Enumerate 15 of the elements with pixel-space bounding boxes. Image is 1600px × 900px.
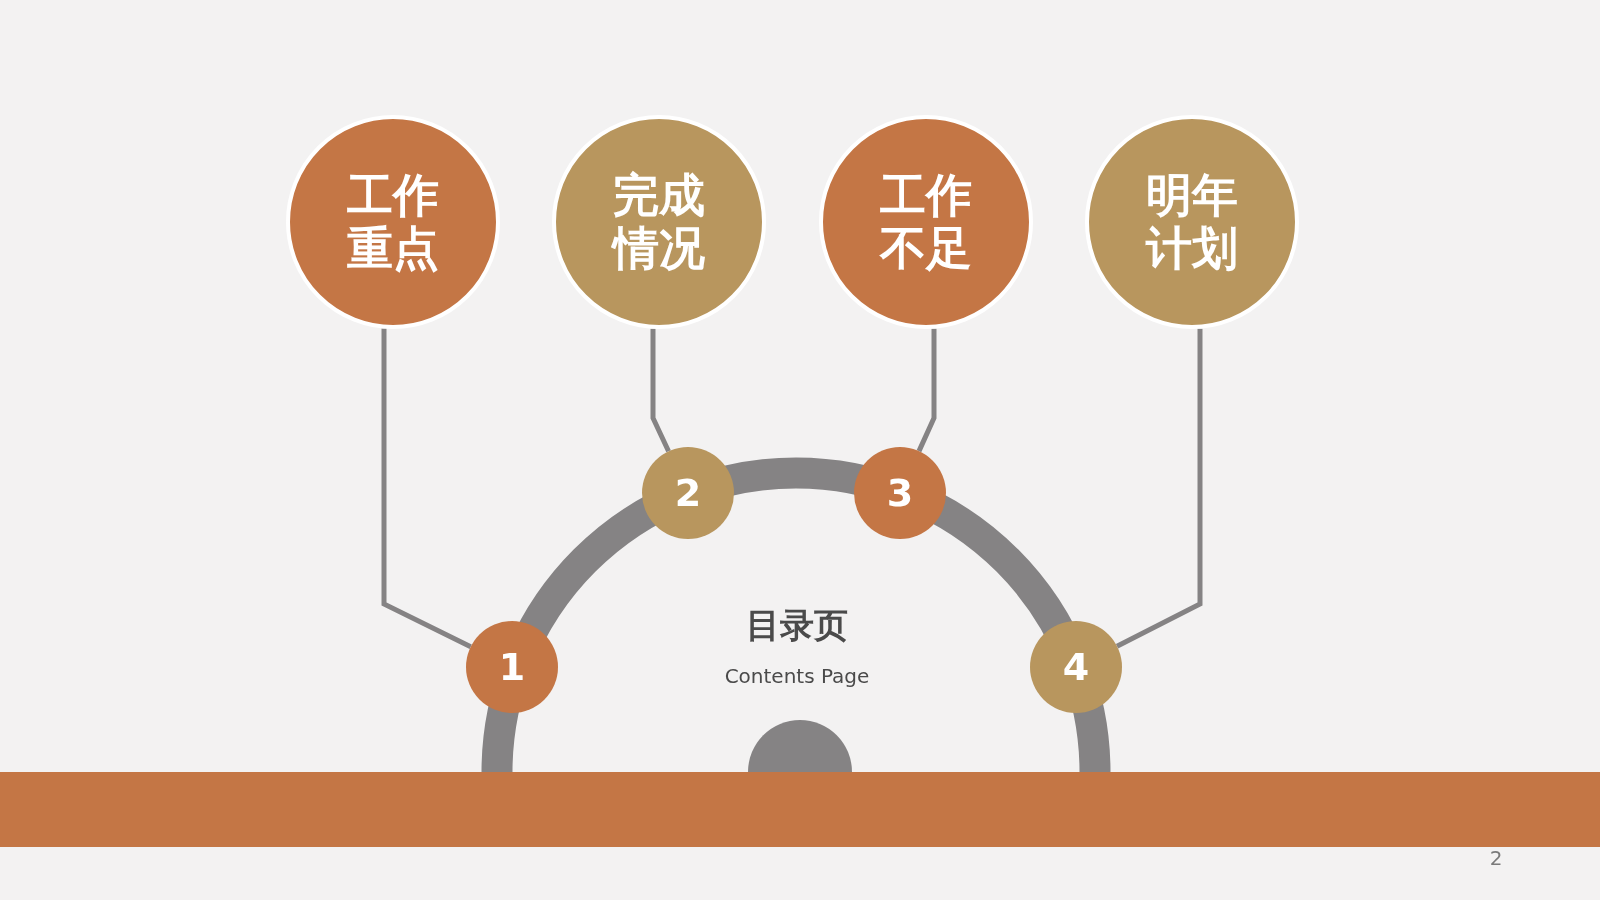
number-label: 4 (1062, 645, 1090, 689)
number-label: 2 (674, 471, 702, 515)
contents-subtitle: Contents Page (724, 664, 870, 688)
number-label: 1 (498, 645, 526, 689)
connector-line (650, 328, 671, 453)
topic-label: 明年计划 (1146, 169, 1238, 275)
topic-label: 完成情况 (613, 169, 705, 275)
page-number: 2 (1489, 846, 1503, 870)
contents-title: 目录页 (746, 604, 848, 647)
connector-line (916, 328, 937, 453)
number-label: 3 (886, 471, 914, 515)
connector-line (1115, 328, 1203, 649)
topic-label: 工作重点 (347, 169, 439, 275)
connector-line (381, 328, 472, 649)
topic-label: 工作不足 (880, 169, 972, 275)
